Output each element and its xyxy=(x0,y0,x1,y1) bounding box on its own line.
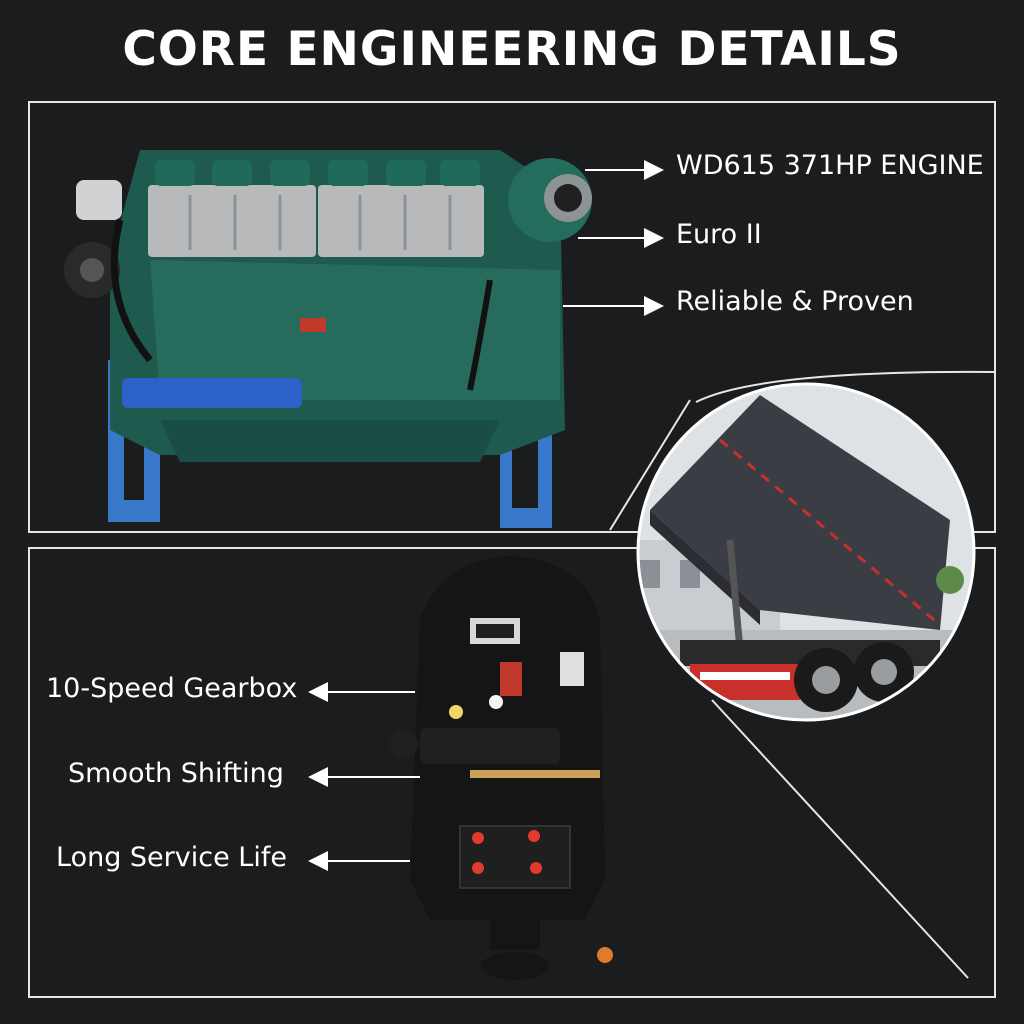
engine-label-reliability: Reliable & Proven xyxy=(676,286,914,317)
gearbox-image xyxy=(390,556,613,980)
gearbox-label-service: Long Service Life xyxy=(56,842,287,873)
engine-panel xyxy=(28,101,996,533)
engine-label-model: WD615 371HP ENGINE xyxy=(676,150,984,181)
engine-callout-arrows xyxy=(563,160,664,316)
gearbox-panel xyxy=(28,547,996,998)
engine-image xyxy=(64,150,592,528)
gearbox-label-shifting: Smooth Shifting xyxy=(68,758,284,789)
dump-truck-image xyxy=(609,370,997,979)
engine-label-emission: Euro II xyxy=(676,219,762,250)
gearbox-label-speed: 10-Speed Gearbox xyxy=(46,673,298,704)
page-title: CORE ENGINEERING DETAILS xyxy=(122,22,902,77)
gearbox-callout-arrows xyxy=(308,682,420,871)
